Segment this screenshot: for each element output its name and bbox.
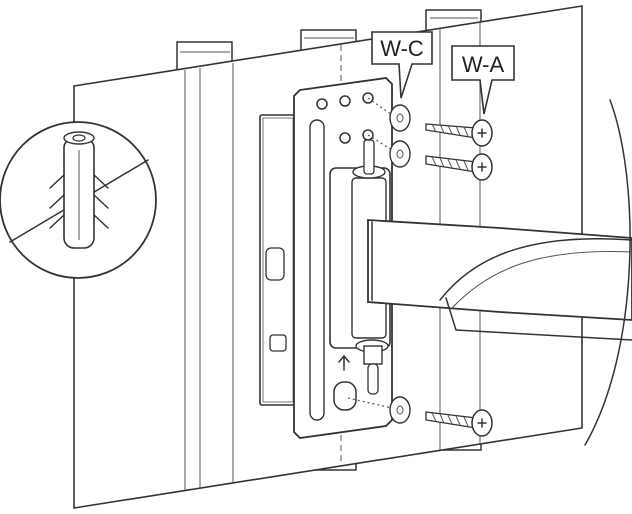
callout-wc-label: W-C (380, 36, 424, 61)
screw-icon (425, 409, 493, 437)
washers-wc (389, 104, 411, 424)
callout-wc: W-C (371, 31, 433, 99)
screw-icon (425, 153, 493, 181)
anchor-detail-inset (0, 121, 157, 279)
spirit-level-icon (259, 114, 297, 406)
callout-wa: W-A (451, 45, 515, 115)
articulating-arm (367, 99, 632, 446)
wall-anchor-icon (49, 131, 109, 249)
callout-wa-label: W-A (462, 52, 505, 77)
lag-screws-wa (425, 119, 493, 437)
screw-icon (425, 119, 493, 147)
